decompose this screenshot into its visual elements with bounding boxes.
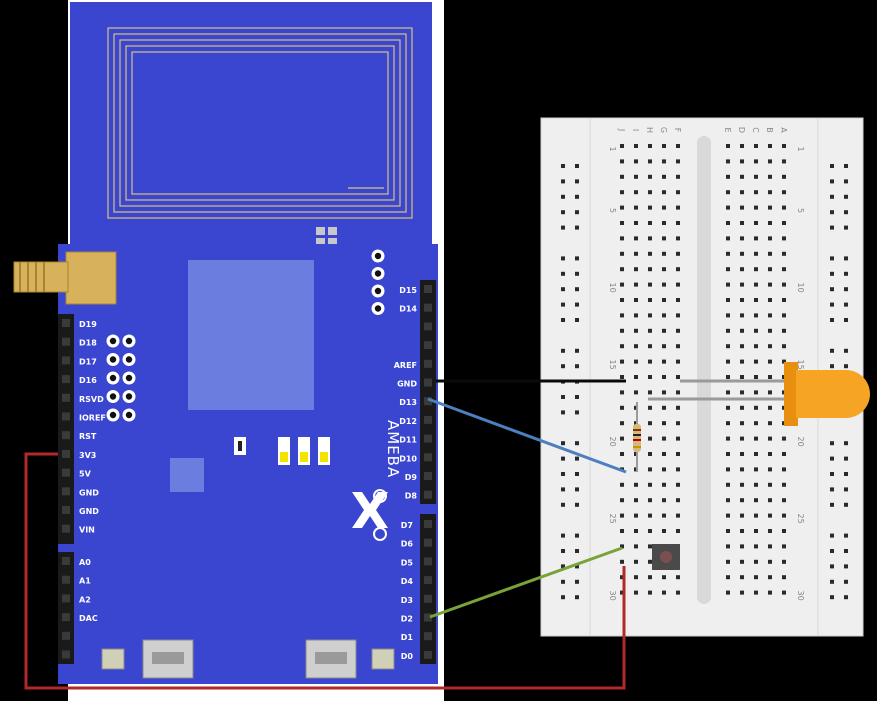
pin-label: D12 [399, 417, 417, 426]
antenna-pads [316, 227, 337, 246]
pin-label: D13 [399, 398, 417, 407]
row-number-right: 30 [796, 591, 805, 601]
column-letter: D [737, 127, 746, 133]
column-letter: C [751, 127, 760, 133]
pin-label: RST [79, 432, 97, 441]
row-number-left: 15 [608, 360, 617, 370]
left-header-bottom [58, 552, 74, 664]
row-number-right: 15 [796, 360, 805, 370]
left-header-top [58, 314, 74, 544]
sma-connector [13, 251, 117, 305]
row-number-right: 5 [796, 208, 805, 213]
right-header-bottom [420, 514, 436, 664]
top-header [371, 249, 385, 315]
micro-usb-right [305, 639, 357, 679]
smd-leds [278, 437, 330, 465]
pin-label: RSVD [79, 395, 104, 404]
main-chip [188, 260, 314, 410]
pin-label: D2 [401, 615, 413, 624]
pin-label: A0 [79, 558, 91, 567]
column-letter: E [723, 127, 732, 132]
pin-label: IOREF [79, 414, 106, 423]
row-number-left: 10 [608, 283, 617, 293]
nfc-antenna-coil [107, 27, 413, 219]
pin-label: D7 [401, 521, 413, 530]
pin-label: GND [79, 488, 99, 497]
pin-label: 5V [79, 470, 92, 479]
icsp-header [106, 334, 136, 422]
column-letter: B [765, 127, 774, 133]
pin-label: D10 [399, 454, 417, 463]
pin-label: A2 [79, 595, 91, 604]
row-number-left: 1 [608, 146, 617, 151]
wire-d13 [427, 397, 627, 474]
pin-label: D0 [401, 652, 414, 661]
nfc-antenna-area [70, 2, 432, 244]
column-letter: J [617, 128, 626, 131]
pin-label: D3 [401, 596, 413, 605]
row-number-left: 20 [608, 437, 617, 447]
pin-label: D11 [399, 436, 417, 445]
pin-label: D14 [399, 305, 417, 314]
secondary-chip [170, 458, 204, 492]
pin-label: D5 [401, 558, 414, 567]
user-button [371, 648, 395, 670]
pin-label: D4 [401, 577, 414, 586]
pin-label: D9 [405, 473, 418, 482]
row-number-right: 1 [796, 146, 805, 151]
pin-label: D15 [399, 286, 417, 295]
row-number-left: 25 [608, 514, 617, 524]
micro-usb-left [142, 639, 194, 679]
right-header-top [420, 280, 436, 504]
pin-label: DAC [79, 614, 98, 623]
column-letter: H [645, 127, 654, 133]
wire-3v3 [24, 452, 626, 690]
pin-label: 3V3 [79, 451, 96, 460]
pin-label: D6 [401, 540, 414, 549]
pin-label: D1 [401, 633, 414, 642]
pin-label: GND [79, 507, 99, 516]
row-number-left: 30 [608, 591, 617, 601]
pin-label: AREF [394, 361, 417, 370]
header-pin-holes [62, 285, 432, 659]
wire-d2 [429, 546, 623, 619]
pin-label: D18 [79, 339, 97, 348]
led [648, 362, 870, 426]
column-letter: F [673, 128, 682, 133]
pin-label: D17 [79, 357, 97, 366]
push-button [652, 544, 680, 570]
pin-label: D19 [79, 320, 97, 329]
column-letter: I [631, 129, 640, 131]
row-number-left: 5 [608, 208, 617, 213]
column-letter: G [659, 127, 668, 133]
resistor [633, 402, 641, 472]
row-number-right: 25 [796, 514, 805, 524]
ameba-logo [352, 489, 388, 541]
row-number-right: 20 [796, 437, 805, 447]
pin-label: D8 [405, 492, 418, 501]
pin-label: VIN [79, 526, 95, 535]
pin-label: GND [397, 380, 417, 389]
row-number-right: 10 [796, 283, 805, 293]
column-letter: A [779, 127, 788, 133]
board-name: AMEBA [384, 420, 402, 478]
reset-button [101, 648, 125, 670]
breadboard-center-channel [697, 136, 711, 604]
pin-label: D16 [79, 376, 97, 385]
pin-label: A1 [79, 577, 91, 586]
